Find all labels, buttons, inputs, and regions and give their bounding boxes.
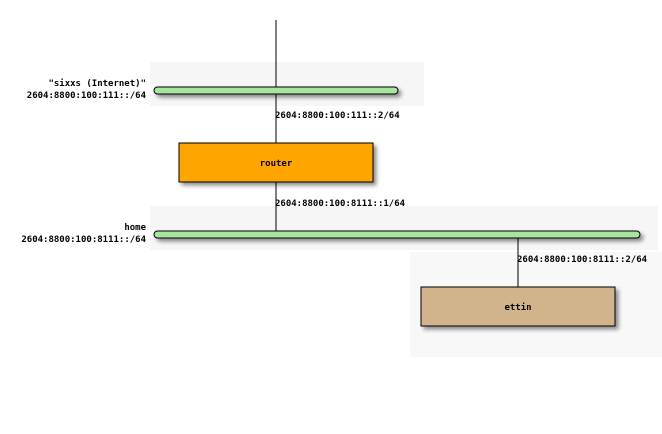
internet-network-panel <box>150 62 424 106</box>
router-label: router <box>260 159 293 169</box>
router-node[interactable] <box>178 142 374 183</box>
internet-network-name: "sixxs (Internet)" <box>48 79 146 89</box>
home-network-prefix: 2604:8800:100:8111::/64 <box>21 235 146 245</box>
ettin-label: ettin <box>504 302 531 313</box>
ettin-node[interactable] <box>420 286 616 327</box>
home-network-name: home <box>124 223 146 233</box>
router-home-address: 2604:8800:100:8111::1/64 <box>275 199 406 209</box>
home-network-label: home 2604:8800:100:8111::/64 <box>21 222 146 246</box>
home-network-bar[interactable] <box>153 230 641 239</box>
router-internet-address: 2604:8800:100:111::2/64 <box>275 111 400 121</box>
home-network-panel <box>150 206 658 250</box>
internet-network-label: "sixxs (Internet)" 2604:8800:100:111::/6… <box>27 78 146 102</box>
internet-network-prefix: 2604:8800:100:111::/64 <box>26 91 146 101</box>
internet-network-bar[interactable] <box>153 86 399 95</box>
ettin-home-address: 2604:8800:100:8111::2/64 <box>517 255 648 265</box>
